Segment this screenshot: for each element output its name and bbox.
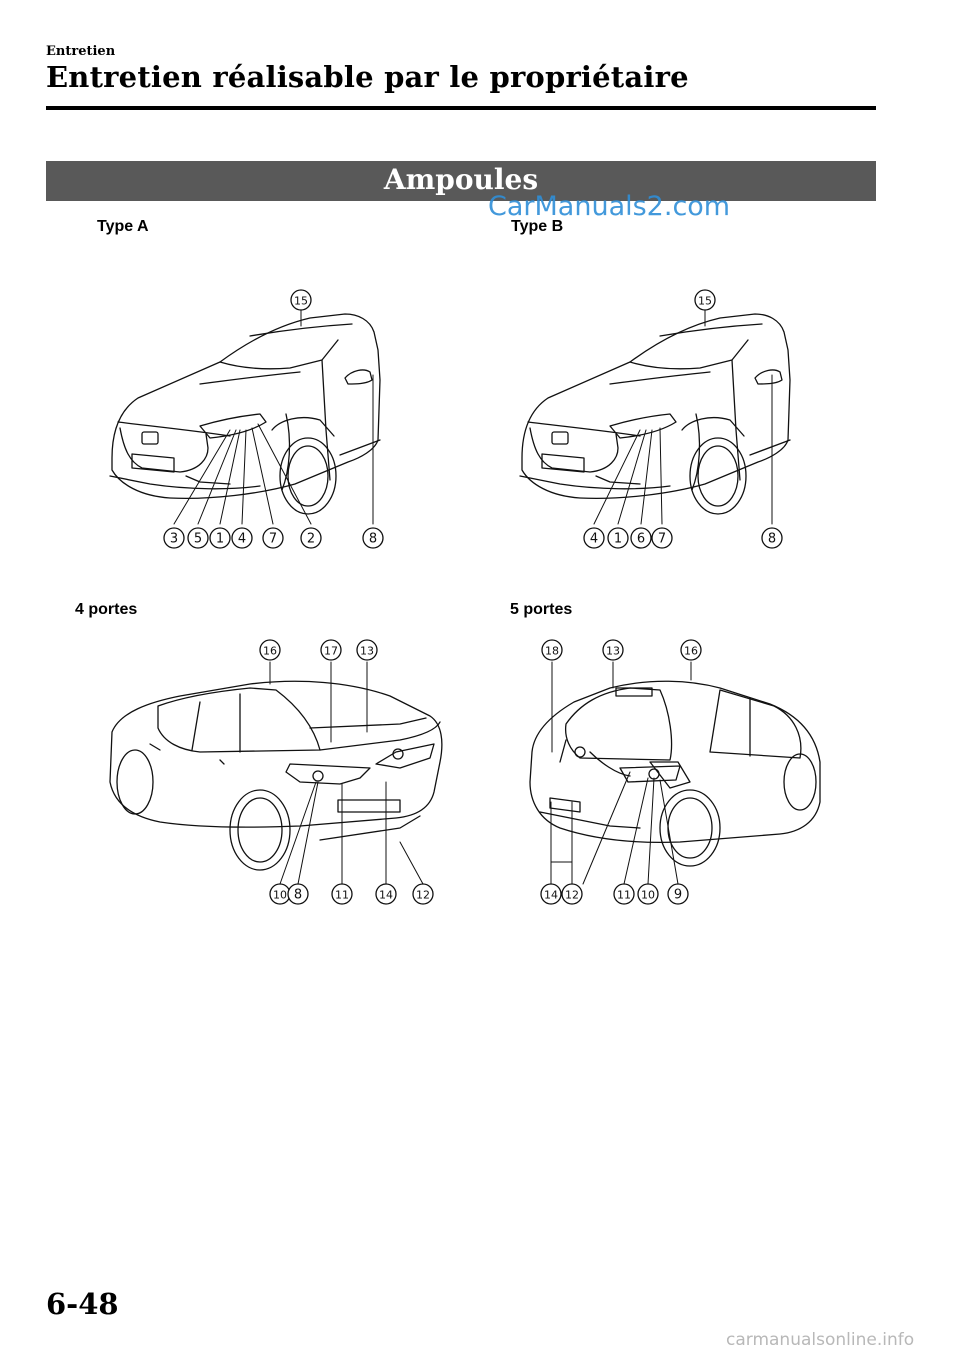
callout-2: 2: [300, 527, 322, 549]
svg-text:4: 4: [590, 532, 598, 547]
svg-text:7: 7: [658, 532, 666, 547]
svg-text:8: 8: [294, 888, 302, 903]
callout-10: 10: [269, 883, 291, 905]
svg-text:12: 12: [416, 889, 430, 902]
svg-text:13: 13: [360, 645, 374, 658]
callout-5: 5: [187, 527, 209, 549]
callout-leaders: [173, 309, 374, 525]
svg-text:13: 13: [606, 645, 620, 658]
watermark-logo: CarManuals2.com: [488, 191, 731, 222]
svg-text:6: 6: [637, 532, 645, 547]
svg-text:5: 5: [194, 532, 202, 547]
callout-11: 11: [331, 883, 353, 905]
five-door-rear-car-illustration: 18 13 16 14 12 11 10 9: [520, 632, 830, 912]
svg-text:8: 8: [369, 532, 377, 547]
svg-text:10: 10: [641, 889, 655, 902]
callout-16: 16: [680, 639, 702, 661]
callout-4: 4: [231, 527, 253, 549]
svg-text:14: 14: [544, 889, 558, 902]
car-body-drawing: [109, 313, 381, 515]
svg-text:11: 11: [335, 889, 349, 902]
callout-18: 18: [541, 639, 563, 661]
section-band: Ampoules: [46, 161, 876, 201]
svg-text:16: 16: [263, 645, 277, 658]
svg-text:11: 11: [617, 889, 631, 902]
callout-8: 8: [761, 527, 783, 549]
car-body-drawing: [529, 680, 821, 867]
svg-text:15: 15: [294, 295, 308, 308]
callout-7: 7: [651, 527, 673, 549]
svg-text:4: 4: [238, 532, 246, 547]
svg-text:15: 15: [698, 295, 712, 308]
callout-15: 15: [290, 289, 312, 311]
callout-16: 16: [259, 639, 281, 661]
four-door-label: 4 portes: [75, 601, 138, 618]
svg-text:14: 14: [379, 889, 393, 902]
callout-6: 6: [630, 527, 652, 549]
four-door-rear-car-illustration: 16 17 13 10 8 11 14 12: [100, 632, 450, 912]
callout-10: 10: [637, 883, 659, 905]
footer-watermark: carmanualsonline.info: [726, 1330, 915, 1350]
svg-text:3: 3: [170, 532, 178, 547]
type-b-label: Type B: [511, 218, 564, 235]
callout-9: 9: [667, 883, 689, 905]
callout-14: 14: [375, 883, 397, 905]
svg-text:7: 7: [269, 532, 277, 547]
svg-text:12: 12: [565, 889, 579, 902]
callout-1: 1: [607, 527, 629, 549]
callout-12: 12: [561, 883, 583, 905]
callout-7: 7: [262, 527, 284, 549]
svg-text:8: 8: [768, 532, 776, 547]
callout-8: 8: [287, 883, 309, 905]
car-body-drawing: [519, 313, 791, 515]
callout-3: 3: [163, 527, 185, 549]
callout-13: 13: [602, 639, 624, 661]
svg-text:18: 18: [545, 645, 559, 658]
callout-15: 15: [694, 289, 716, 311]
svg-text:1: 1: [614, 532, 622, 547]
svg-text:2: 2: [307, 532, 315, 547]
svg-text:17: 17: [324, 645, 338, 658]
title-rule: [46, 106, 876, 110]
callout-14: 14: [540, 883, 562, 905]
svg-text:16: 16: [684, 645, 698, 658]
five-door-label: 5 portes: [510, 601, 573, 618]
callout-12: 12: [412, 883, 434, 905]
svg-text:10: 10: [273, 889, 287, 902]
callout-leaders: [593, 309, 773, 525]
callout-11: 11: [613, 883, 635, 905]
callout-leaders: [550, 661, 692, 885]
svg-text:9: 9: [674, 888, 682, 903]
chapter-label: Entretien: [46, 44, 116, 59]
callout-17: 17: [320, 639, 342, 661]
svg-text:1: 1: [216, 532, 224, 547]
car-body-drawing: [109, 680, 443, 871]
section-title: Ampoules: [383, 163, 539, 196]
type-a-label: Type A: [97, 218, 149, 235]
callout-13: 13: [356, 639, 378, 661]
callout-4: 4: [583, 527, 605, 549]
callout-8: 8: [362, 527, 384, 549]
callout-1: 1: [209, 527, 231, 549]
page-title: Entretien réalisable par le propriétaire: [46, 60, 689, 94]
callout-leaders: [269, 661, 424, 885]
page-number: 6-48: [46, 1287, 119, 1321]
